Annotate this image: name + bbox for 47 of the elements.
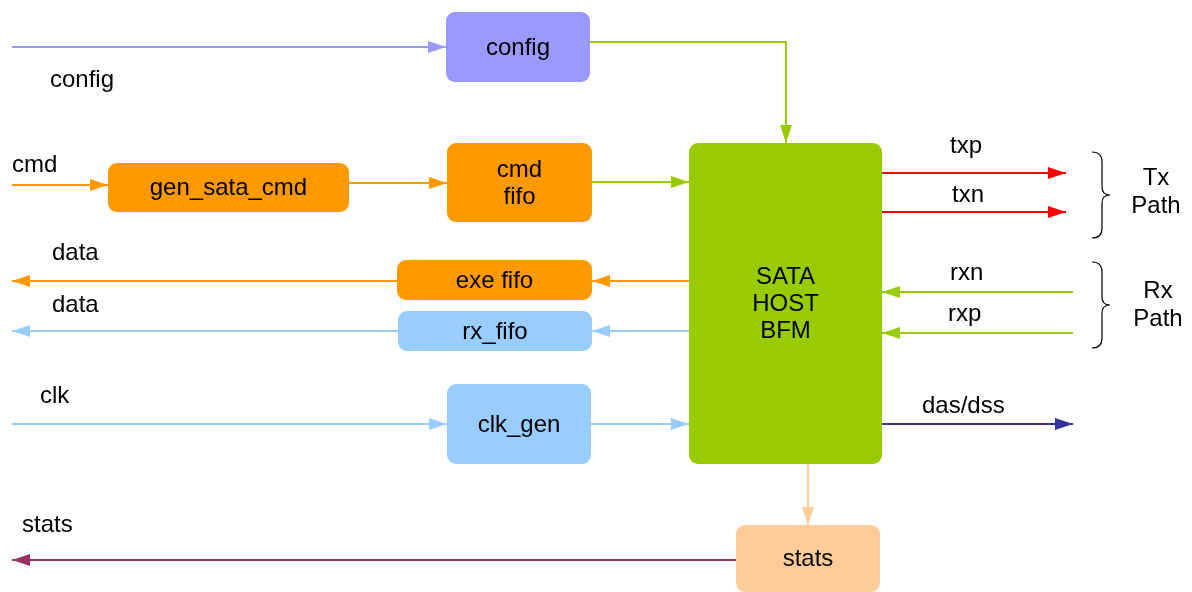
arrow [590, 418, 690, 430]
box-label: cmd fifo [495, 155, 544, 210]
arrow [11, 275, 398, 287]
arrow [11, 41, 447, 53]
process-box [689, 143, 882, 464]
signal-label: data [52, 290, 99, 318]
signal-label: config [50, 65, 115, 93]
box-label: stats [782, 545, 834, 572]
signal-label: rxp [948, 299, 982, 327]
arrow [348, 177, 448, 189]
signal-label: das/dss [922, 391, 1005, 419]
signal-label: rxn [950, 258, 984, 286]
arrow [881, 167, 1067, 179]
box-label: SATA HOST BFM [751, 263, 820, 344]
process-box [108, 163, 349, 212]
process-box [446, 12, 590, 82]
process-box [736, 525, 880, 592]
box-label: config [485, 33, 550, 61]
arrow [591, 325, 690, 337]
box-label: gen_sata_cmd [149, 174, 308, 201]
path-label: Tx Path [1130, 163, 1182, 219]
process-box [397, 260, 592, 300]
arrow [11, 179, 109, 191]
signal-label: stats [22, 510, 73, 538]
signal-label: txp [950, 131, 982, 159]
arrow [881, 327, 1074, 339]
signal-label: cmd [12, 150, 58, 178]
arrow [11, 325, 399, 337]
arrow [591, 275, 690, 287]
arrow [11, 554, 737, 566]
arrow [881, 286, 1074, 298]
arrow [11, 418, 448, 430]
box-label: exe fifo [455, 266, 534, 294]
box-label: rx_fifo [462, 317, 528, 345]
signal-label: clk [40, 381, 70, 409]
arrow [802, 463, 814, 526]
signal-label: data [52, 238, 99, 266]
box-label: clk_gen [477, 410, 561, 438]
arrow [881, 418, 1074, 430]
arrow [589, 41, 792, 144]
signal-label: txn [952, 180, 984, 208]
process-box [447, 384, 591, 464]
process-box [398, 311, 592, 351]
process-box [447, 143, 592, 222]
arrow [591, 176, 690, 188]
arrow [881, 206, 1067, 218]
path-label: Rx Path [1132, 276, 1184, 332]
